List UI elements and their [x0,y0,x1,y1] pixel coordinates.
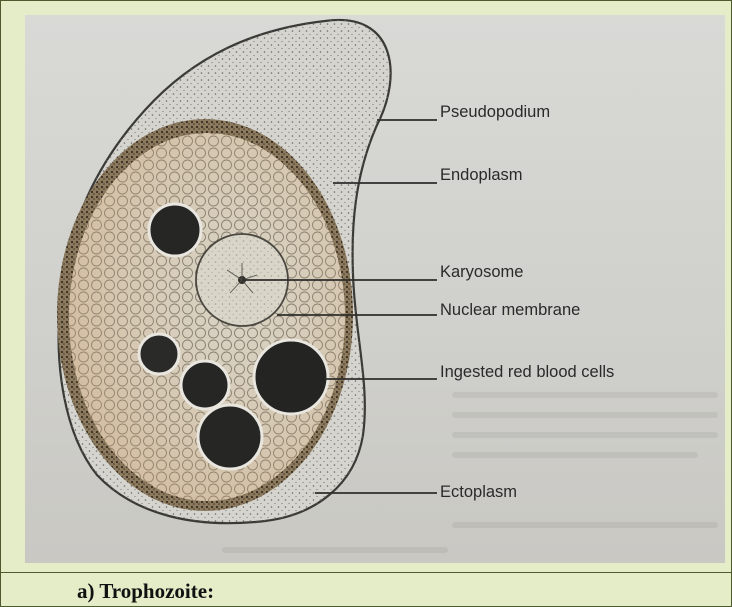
rbc-1 [149,204,201,256]
diagram-svg: Pseudopodium Endoplasm Karyosome Nuclear… [25,15,725,563]
rbc-4 [254,340,328,414]
trophozoite-diagram: Pseudopodium Endoplasm Karyosome Nuclear… [25,15,725,563]
caption-cell: a) Trophozoite: [1,573,731,606]
image-cell: Pseudopodium Endoplasm Karyosome Nuclear… [1,1,731,573]
label-ingested-rbc: Ingested red blood cells [440,363,614,381]
rbc-5 [198,405,262,469]
figure-caption: a) Trophozoite: [77,579,214,604]
label-karyosome: Karyosome [440,263,523,281]
rbc-2 [139,334,179,374]
label-nuclear-membrane: Nuclear membrane [440,301,580,319]
label-pseudopodium: Pseudopodium [440,103,550,121]
label-endoplasm: Endoplasm [440,166,523,184]
rbc-3 [181,361,229,409]
label-ectoplasm: Ectoplasm [440,483,517,501]
